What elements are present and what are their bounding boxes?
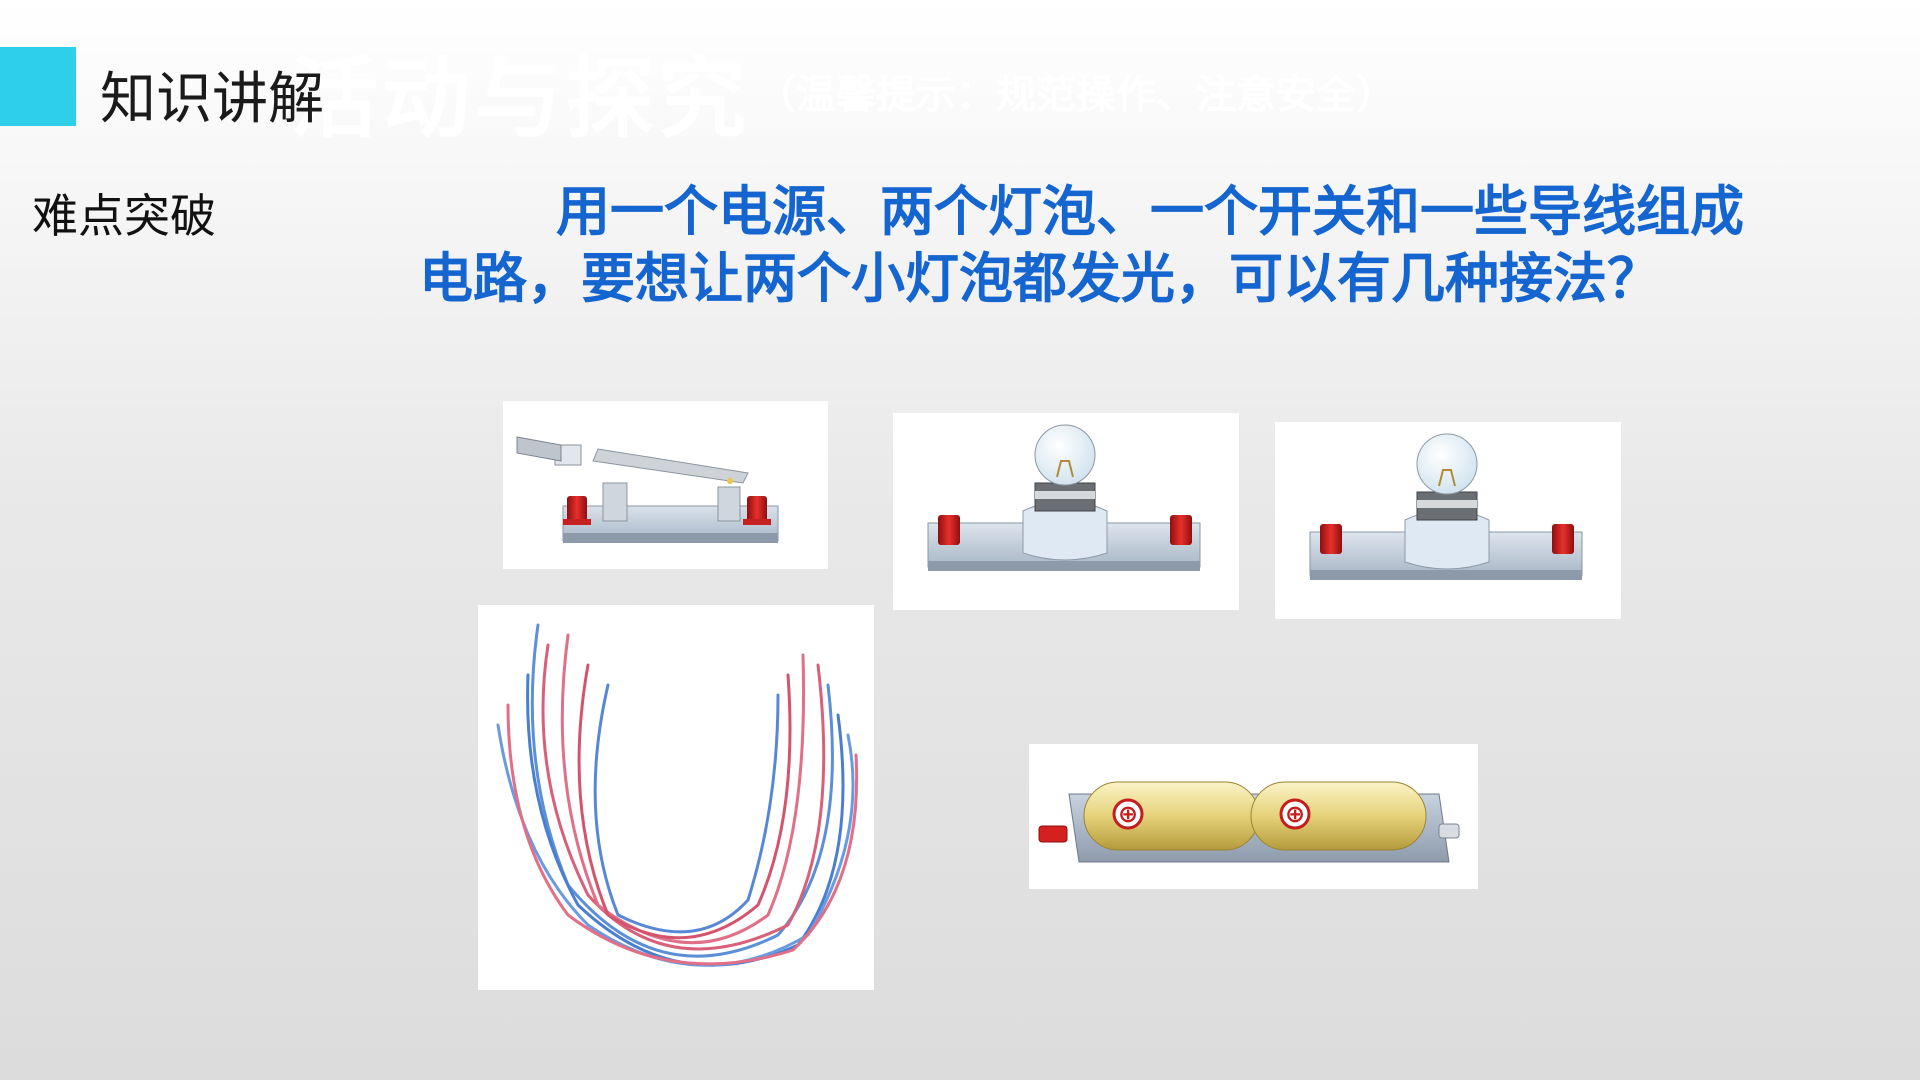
- section-title: 知识讲解: [100, 67, 324, 132]
- accent-bar: [0, 47, 76, 126]
- question-line-1: 用一个电源、两个灯泡、一个开关和一些导线组成: [556, 180, 1744, 243]
- ghost-title: 活动与探究: [290, 47, 751, 150]
- ghost-subtitle: （温馨提示：规范操作、注意安全）: [756, 72, 1396, 118]
- knife-switch-icon: [516, 436, 779, 543]
- battery-plus-symbol-1: ⊕: [1118, 800, 1138, 828]
- light-bulb-icon: [927, 424, 1201, 571]
- wires-image: [478, 605, 874, 990]
- bulb-holder-2-image: [1275, 422, 1621, 619]
- battery-plus-symbol-2: ⊕: [1285, 800, 1305, 828]
- subsection-label: 难点突破: [32, 189, 216, 243]
- light-bulb-icon: [1309, 433, 1583, 580]
- question-text: 用一个电源、两个灯泡、一个开关和一些导线组成 电路，要想让两个小灯泡都发光，可以…: [340, 178, 1744, 312]
- battery-box-image: ⊕ ⊕: [1029, 744, 1478, 889]
- question-line-2: 电路，要想让两个小灯泡都发光，可以有几种接法？: [419, 247, 1661, 310]
- knife-switch-image: [503, 401, 828, 569]
- battery-icon: ⊕ ⊕: [1038, 781, 1460, 863]
- bulb-holder-1-image: [893, 413, 1239, 610]
- wire-bundle-icon: [496, 623, 859, 967]
